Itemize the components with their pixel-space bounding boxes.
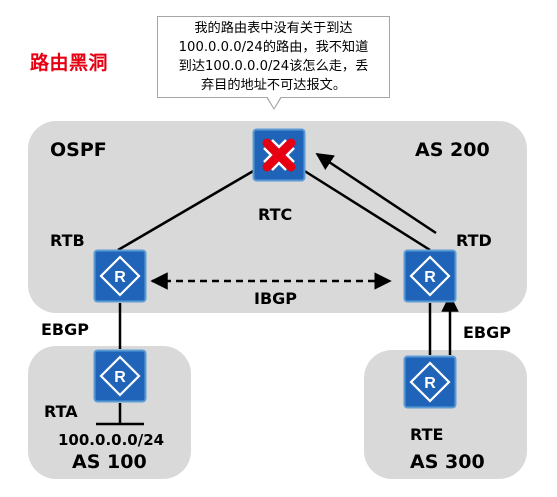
- link-rtc-rtd: [302, 168, 431, 252]
- rte-label: RTE: [410, 425, 444, 444]
- as200-label: AS 200: [415, 139, 490, 161]
- ebgp-right-label: EBGP: [463, 323, 511, 342]
- return-traffic-arrow: [315, 152, 437, 235]
- network-prefix-label: 100.0.0.0/24: [58, 431, 165, 449]
- svg-text:R: R: [114, 369, 126, 386]
- router-icon: R: [403, 249, 457, 303]
- rtd-label: RTD: [456, 231, 492, 250]
- rtc-label: RTC: [258, 205, 293, 224]
- ibgp-label: IBGP: [254, 289, 298, 308]
- router-rtc[interactable]: [252, 128, 306, 182]
- ebgp-left-label: EBGP: [41, 320, 89, 339]
- router-rtd[interactable]: R: [403, 249, 457, 303]
- svg-text:R: R: [114, 269, 126, 286]
- svg-text:R: R: [424, 269, 436, 286]
- as100-label: AS 100: [72, 451, 147, 473]
- router-icon: R: [93, 249, 147, 303]
- as300-label: AS 300: [410, 451, 485, 473]
- diagram-title: 路由黑洞: [30, 52, 109, 74]
- svg-text:R: R: [424, 375, 436, 392]
- router-icon: R: [93, 349, 147, 403]
- ospf-label: OSPF: [50, 139, 107, 161]
- link-rtb-rtc: [117, 168, 256, 252]
- router-rta[interactable]: R: [93, 349, 147, 403]
- router-icon: R: [403, 355, 457, 409]
- router-rtb[interactable]: R: [93, 249, 147, 303]
- failed-router-icon: [252, 128, 306, 182]
- rtc-speech-callout: 我的路由表中没有关于到达 100.0.0.0/24的路由，我不知道 到达100.…: [157, 16, 390, 98]
- router-rte[interactable]: R: [403, 355, 457, 409]
- callout-tail-inner: [267, 96, 281, 108]
- rta-label: RTA: [44, 402, 78, 421]
- rtb-label: RTB: [50, 231, 85, 250]
